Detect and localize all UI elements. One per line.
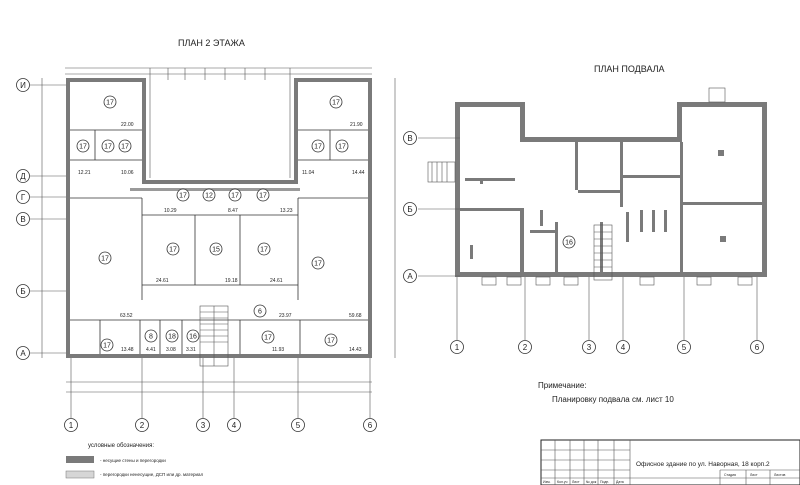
axis-marker-d: Д — [20, 172, 26, 181]
area-label: 14.43 — [349, 347, 362, 353]
area-label: 11.93 — [272, 347, 284, 353]
axis-marker-4: 4 — [232, 421, 237, 430]
basement-horizontal-axis-markers: В Б А — [403, 131, 417, 283]
basement-axis-marker-4: 4 — [621, 343, 626, 352]
area-label: 8.47 — [228, 208, 238, 214]
room-number: 17 — [332, 100, 340, 107]
legend-swatch-bearing — [66, 456, 94, 463]
floor2-vertical-axis-markers: 1 2 3 4 5 6 — [64, 418, 377, 432]
basement-title: ПЛАН ПОДВАЛА — [594, 64, 665, 74]
room-number: 6 — [258, 309, 262, 316]
note-block: Примечание: Планировку подвала см. лист … — [538, 381, 674, 404]
area-label: 11.04 — [302, 170, 314, 176]
room-number: 17 — [101, 256, 109, 263]
area-label: 14.44 — [352, 170, 365, 176]
basement-axis-marker-3: 3 — [587, 343, 592, 352]
room-number: 8 — [149, 334, 153, 341]
basement-axis-marker-a: А — [407, 272, 413, 281]
basement-axis-marker-5: 5 — [682, 343, 687, 352]
area-label: 10.06 — [121, 170, 134, 176]
basement-axis-marker-b: Б — [407, 205, 412, 214]
tb-stage-cell: Листов — [774, 473, 786, 477]
room-number: 18 — [168, 334, 176, 341]
floor2-title: ПЛАН 2 ЭТАЖА — [178, 38, 245, 48]
basement-room-number: 16 — [565, 240, 573, 247]
axis-marker-3: 3 — [201, 421, 206, 430]
legend: условные обозначения: - несущие стены и … — [65, 443, 204, 479]
room-number: 17 — [314, 261, 322, 268]
area-label: 13.23 — [280, 208, 293, 214]
floor2-room-numbers: 17 17 17 17 17 17 17 17 12 17 17 17 15 1… — [76, 95, 349, 352]
title-block: Изм. Кол.уч Лист № док Подп. Дата Стадия… — [540, 439, 800, 485]
area-label: 10.29 — [164, 208, 177, 214]
room-number: 17 — [259, 193, 267, 200]
area-label: 19.18 — [225, 278, 238, 284]
floor2-plan: ПЛАН 2 ЭТАЖА — [16, 38, 396, 432]
room-number: 17 — [103, 343, 111, 350]
axis-marker-1: 1 — [69, 421, 74, 430]
room-number: 17 — [327, 338, 335, 345]
legend-title: условные обозначения: — [88, 443, 154, 449]
floor2-horizontal-axis-markers: И Д Г В Б А — [16, 78, 30, 360]
room-number: 17 — [106, 100, 114, 107]
axis-marker-5: 5 — [296, 421, 301, 430]
room-number: 12 — [205, 193, 213, 200]
room-number: 17 — [260, 247, 268, 254]
axis-marker-i: И — [20, 81, 26, 90]
tb-header-cell: Дата — [616, 480, 624, 484]
room-number: 17 — [121, 144, 129, 151]
area-label: 21.90 — [350, 122, 363, 128]
tb-header-cell: Изм. — [543, 480, 551, 484]
tb-header-cell: Подп. — [600, 480, 609, 484]
note-text: Планировку подвала см. лист 10 — [552, 395, 674, 404]
note-heading: Примечание: — [538, 381, 587, 390]
room-number: 17 — [169, 247, 177, 254]
area-label: 24.61 — [270, 278, 283, 284]
area-label: 4.41 — [146, 347, 156, 353]
area-label: 12.21 — [78, 170, 91, 176]
basement-axis-marker-2: 2 — [523, 343, 528, 352]
area-label: 22.00 — [121, 122, 134, 128]
room-number: 17 — [264, 335, 272, 342]
legend-swatch-partition — [65, 470, 95, 479]
room-number: 17 — [104, 144, 112, 151]
basement-axis-marker-6: 6 — [755, 343, 760, 352]
room-number: 17 — [314, 144, 322, 151]
axis-marker-g: Г — [21, 193, 26, 202]
room-number: 15 — [212, 247, 220, 254]
area-label: 3.08 — [166, 347, 176, 353]
axis-marker-b: Б — [20, 287, 25, 296]
axis-marker-2: 2 — [140, 421, 145, 430]
area-label: 23.97 — [279, 313, 292, 319]
area-label: 13.48 — [121, 347, 134, 353]
tb-stage-cell: Лист — [750, 473, 758, 477]
area-label: 3.31 — [186, 347, 196, 353]
basement-vertical-axis-markers: 1 2 3 4 5 6 — [450, 340, 764, 354]
basement-axis-marker-1: 1 — [455, 343, 460, 352]
axis-marker-6: 6 — [368, 421, 373, 430]
area-label: 59.68 — [349, 313, 362, 319]
tb-project-name: Офисное здание по ул. Наворная, 18 корп.… — [636, 461, 770, 468]
legend-item-bearing: - несущие стены и перегородки — [100, 458, 166, 463]
basement-axis-marker-v: В — [407, 134, 412, 143]
tb-stage-cell: Стадия — [724, 473, 736, 477]
tb-header-cell: Кол.уч — [557, 480, 568, 484]
room-number: 16 — [189, 334, 197, 341]
axis-marker-v: В — [20, 215, 25, 224]
basement-plan: ПЛАН ПОДВАЛА — [403, 64, 767, 354]
room-number: 17 — [338, 144, 346, 151]
floor2-area-labels: 22.00 21.90 12.21 10.06 11.04 14.44 10.2… — [78, 122, 365, 353]
room-number: 17 — [231, 193, 239, 200]
legend-item-partition: - перегородки ненесущие, ДСП или др. мат… — [100, 472, 204, 477]
room-number: 17 — [79, 144, 87, 151]
axis-marker-a: А — [20, 349, 26, 358]
room-number: 17 — [179, 193, 187, 200]
area-label: 24.61 — [156, 278, 169, 284]
area-label: 63.52 — [120, 313, 133, 319]
tb-header-cell: Лист — [572, 480, 580, 484]
tb-header-cell: № док — [586, 480, 597, 484]
